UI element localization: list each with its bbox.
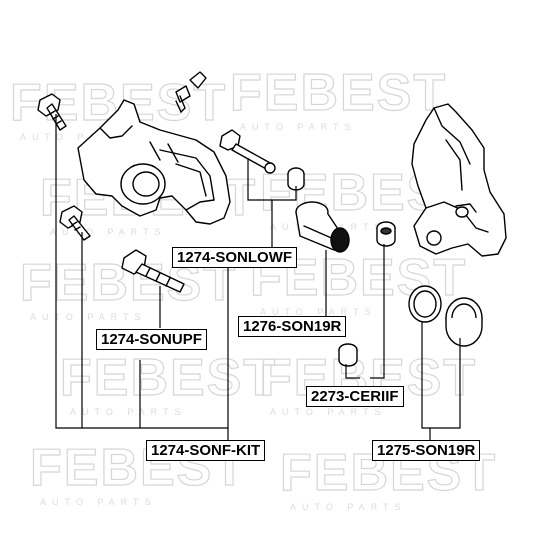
svg-text:AUTO PARTS: AUTO PARTS [30,312,147,322]
leader-1275-a [421,322,430,429]
dust-cap-upper-icon [376,221,396,247]
guide-pin-lower-icon [219,129,276,174]
svg-text:AUTO PARTS: AUTO PARTS [20,132,137,142]
brake-caliper-housing-icon [77,99,231,225]
svg-text:AUTO PARTS: AUTO PARTS [70,407,187,417]
rubber-boot-icon [295,201,350,253]
leader-2273-lower [345,364,360,379]
small-bushing-icon [287,167,305,191]
part-label-1276-SON19R[interactable]: 1276-SON19R [238,316,347,337]
svg-text:AUTO PARTS: AUTO PARTS [50,227,167,237]
svg-text:AUTO PARTS: AUTO PARTS [270,407,387,417]
guide-pin-upper-icon [121,249,185,293]
part-label-1275-SON19R[interactable]: 1275-SON19R [372,440,481,461]
leader-kit-bolt1 [55,114,229,440]
svg-text:AUTO PARTS: AUTO PARTS [240,122,357,132]
bleeder-screw-icon [175,71,207,113]
svg-text:AUTO PARTS: AUTO PARTS [260,307,377,317]
svg-text:AUTO PARTS: AUTO PARTS [40,497,157,507]
part-label-1274-SONLOWF[interactable]: 1274-SONLOWF [172,247,298,268]
part-label-1274-SONUPF[interactable]: 1274-SONUPF [96,329,207,350]
svg-text:AUTO PARTS: AUTO PARTS [290,502,407,512]
svg-text:FEBEST: FEBEST [230,64,447,122]
dust-cap-lower-icon [338,343,358,367]
leader-lines [55,114,461,440]
caliper-bracket-icon [411,103,507,257]
leader-2273-upper [370,244,385,379]
part-label-2273-CERIIF[interactable]: 2273-CERIIF [306,386,404,407]
svg-text:FEBEST: FEBEST [60,349,277,407]
piston-seal-ring-icon [408,285,442,323]
part-label-1274-SONF-KIT[interactable]: 1274-SONF-KIT [146,440,266,461]
leader-1275-b [429,338,461,440]
caliper-bolt-lower-left-icon [59,205,91,241]
piston-boot-icon [445,297,483,347]
